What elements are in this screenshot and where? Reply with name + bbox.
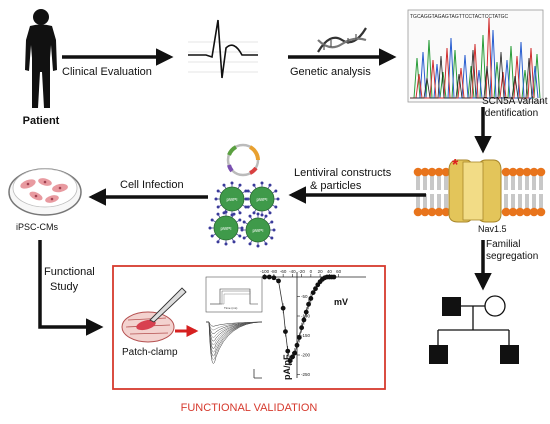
current-traces-plot: Time (ms) (205, 276, 263, 313)
nav15-channel-icon (448, 159, 502, 223)
dna-helix-icon (317, 27, 367, 53)
nav15-channel-membrane (413, 167, 546, 217)
iv-data-point (301, 317, 307, 323)
iv-data-point (285, 348, 291, 354)
iv-y-tick-label: -100 (301, 314, 311, 319)
scn5a-variant-label: SCN5A variant (482, 96, 548, 107)
patch-clamp-label: Patch-clamp (122, 347, 178, 358)
virus-label: pWPI (226, 197, 237, 202)
current-trace (206, 321, 263, 364)
iv-data-point (289, 354, 295, 360)
iv-x-tick-label: -20 (298, 269, 305, 274)
familial-label: Familial (486, 239, 520, 250)
iv-data-point (271, 275, 277, 281)
iv-data-point (306, 301, 311, 307)
cell-infection-label: Cell Infection (120, 179, 184, 191)
mutation-star-icon: * (452, 157, 459, 174)
iv-data-point (266, 274, 272, 280)
iv-x-tick-label: 60 (336, 269, 342, 274)
iv-x-tick-label: -100 (260, 269, 270, 274)
clinical-evaluation-label: Clinical Evaluation (62, 66, 152, 78)
virus-label: pWPI (256, 197, 267, 202)
functional-label: Functional (44, 266, 95, 278)
iv-y-unit-label: pA/pF (282, 354, 292, 380)
sequencing-chromatogram: TGCAGGTAGAGTAGTTCCTACTCCTATGC (407, 9, 544, 103)
iv-data-point (299, 325, 305, 331)
lentivirus-particles: pWPI pWPI pWPI pWPI (208, 181, 280, 248)
iv-data-point (292, 350, 298, 356)
iv-x-tick-label: -80 (271, 269, 278, 274)
patient-label: Patient (23, 115, 60, 127)
current-trace (206, 321, 263, 342)
iv-data-point (303, 309, 309, 315)
pedigree-chart (429, 295, 519, 364)
current-trace (206, 321, 263, 334)
iv-data-point (296, 335, 302, 340)
functional-validation-box (112, 265, 386, 390)
trace-axis-label: Time (ms) (224, 306, 237, 310)
current-trace (206, 321, 263, 331)
sodium-current-traces (206, 321, 263, 364)
genetic-analysis-label: Genetic analysis (290, 66, 371, 78)
plasmid-icon (226, 143, 260, 177)
study-label: Study (50, 281, 79, 293)
patient-silhouette-icon (25, 9, 57, 108)
particles-label: & particles (310, 180, 362, 192)
iv-x-tick-label: 40 (327, 269, 333, 274)
iv-y-tick-label: -150 (301, 333, 311, 338)
lentivirus-particle: pWPI (240, 212, 276, 248)
lentivirus-particle: pWPI (244, 181, 280, 217)
patch-clamp-dish-icon (121, 287, 187, 343)
iv-data-point (331, 274, 337, 280)
virus-label: pWPI (252, 228, 263, 233)
scn5a-identification-label: Identification (482, 108, 538, 119)
iv-y-tick-label: -250 (301, 372, 311, 377)
functional-validation-title: FUNCTIONAL VALIDATION (181, 402, 318, 414)
iv-data-point (294, 342, 300, 348)
ipsc-cms-label: iPSC-CMs (16, 222, 58, 232)
arrow-to-functional-validation (38, 240, 104, 336)
iv-data-point (287, 358, 293, 364)
iv-y-tick-label: -50 (301, 294, 308, 299)
iv-x-tick-label: -60 (280, 269, 287, 274)
sequence-letters: TGCAGGTAGAGTAGTTCCTACTCCTATGC (410, 14, 509, 20)
virus-label: pWPI (220, 226, 231, 231)
iv-curve-line (264, 276, 334, 362)
segregation-label: segregation (486, 251, 538, 262)
iv-x-tick-label: -40 (289, 269, 296, 274)
ipsc-petri-dish-icon (8, 168, 82, 216)
nav15-label: Nav1.5 (478, 224, 507, 234)
iv-data-point (283, 329, 288, 334)
current-trace (206, 321, 263, 327)
iv-x-tick-label: 20 (318, 269, 324, 274)
iv-data-point (280, 305, 286, 311)
lentivirus-particle: pWPI (208, 210, 244, 246)
iv-data-point (310, 290, 316, 295)
iv-x-tick-label: 0 (310, 269, 313, 274)
iv-data-point (313, 286, 318, 292)
iv-x-unit-label: mV (334, 297, 348, 307)
iv-y-tick-label: -200 (301, 353, 311, 358)
iv-data-point (308, 296, 314, 301)
lentivirus-particle: pWPI (214, 181, 250, 217)
iv-data-point (262, 274, 268, 280)
ecg-trace-icon (188, 19, 258, 79)
iv-data-point (276, 278, 281, 284)
lentiviral-label: Lentiviral constructs (294, 167, 392, 179)
